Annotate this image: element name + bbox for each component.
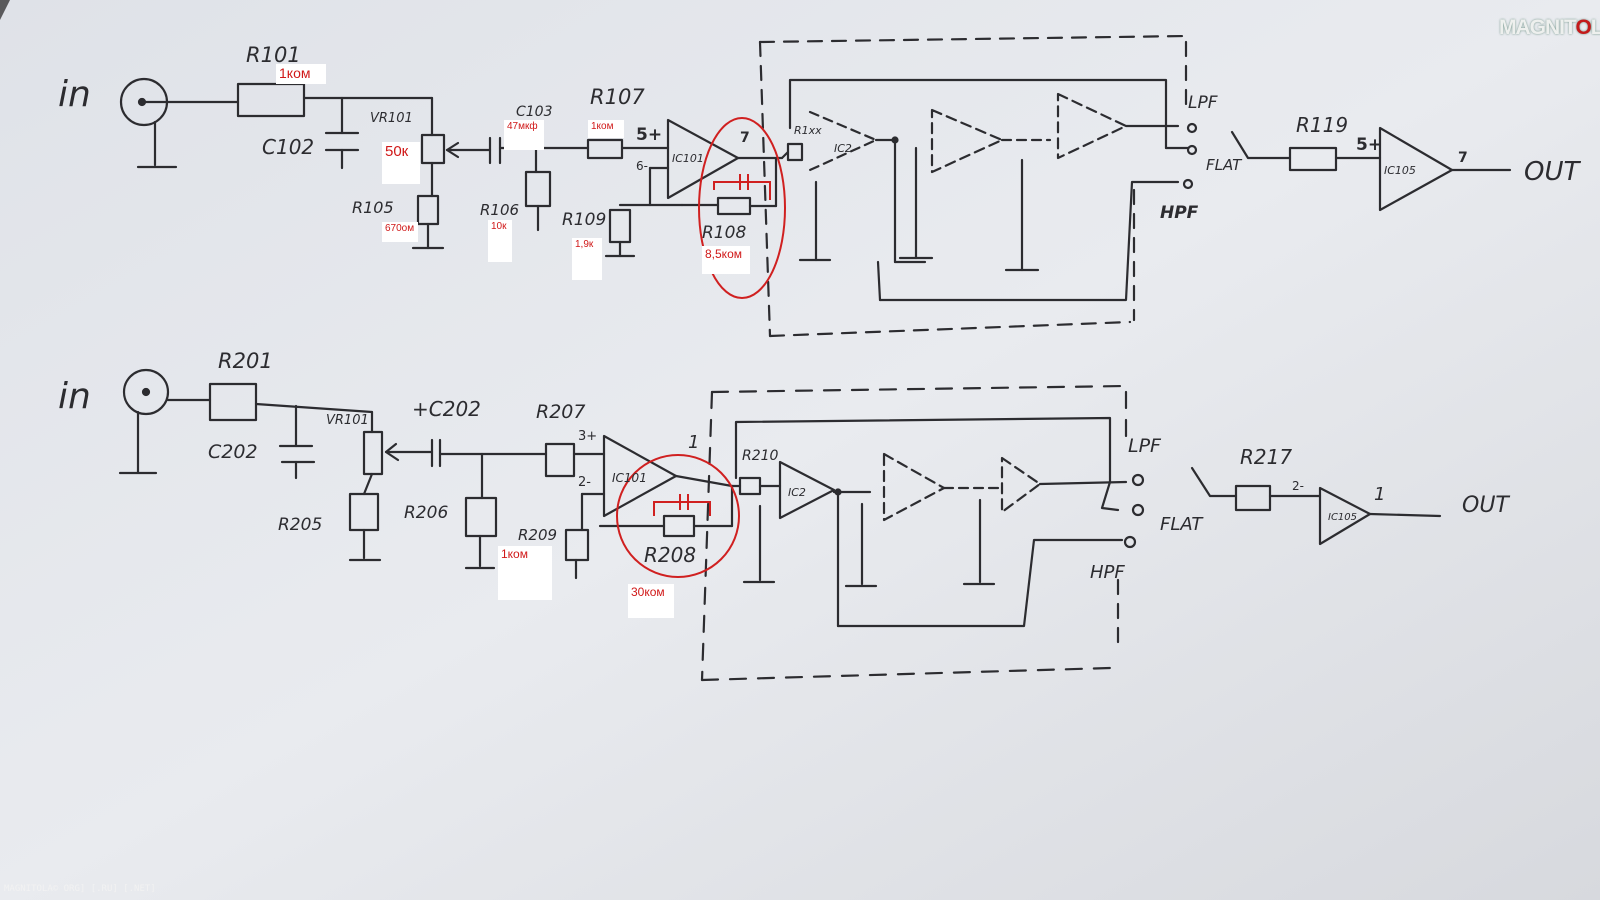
label-r109: R109 bbox=[562, 210, 606, 230]
label-pin6: 6- bbox=[636, 159, 648, 173]
label-pin2: 2- bbox=[578, 475, 591, 490]
label-r105: R105 bbox=[352, 198, 394, 217]
label-flat-top: FLAT bbox=[1206, 156, 1243, 174]
highlight-circle-top bbox=[698, 117, 786, 299]
note-c103-value: 47мкф bbox=[504, 120, 544, 150]
label-r101: R101 bbox=[246, 43, 301, 67]
label-vr101: VR101 bbox=[370, 111, 413, 126]
label-c202: C202 bbox=[208, 441, 258, 463]
label-out-bottom: OUT bbox=[1462, 493, 1510, 518]
magnitola-logo: MAGNITOLA bbox=[1499, 16, 1600, 39]
label-in-bottom: in bbox=[58, 376, 91, 417]
note-r208-value: 30ком bbox=[628, 584, 674, 618]
top-circuit bbox=[119, 34, 1512, 338]
opamp-ic101-top bbox=[666, 118, 740, 200]
highlight-circle-bottom bbox=[616, 454, 740, 578]
note-r109-value: 1,9к bbox=[572, 238, 602, 280]
top-labels: in R101 C102 VR101 C103 R105 R106 R107 R… bbox=[58, 43, 1581, 243]
note-r107-value: 1ком bbox=[588, 120, 624, 138]
label-lpf-top: LPF bbox=[1188, 93, 1218, 113]
label-ic101-bottom: IC101 bbox=[612, 471, 647, 485]
label-vr101-bottom: VR101 bbox=[326, 413, 369, 428]
label-pin3: 3+ bbox=[578, 429, 597, 444]
label-c203: +C202 bbox=[412, 397, 481, 421]
label-pin5b: 5+ bbox=[1356, 135, 1382, 155]
note-r101-value: 1ком bbox=[276, 64, 326, 84]
label-pin5: 5+ bbox=[636, 125, 662, 145]
label-bottom-fb-out: 1 bbox=[688, 432, 699, 453]
label-ic2-top: IC2 bbox=[834, 142, 852, 155]
resistor-r101 bbox=[236, 82, 306, 118]
label-r206: R206 bbox=[404, 503, 448, 523]
label-pin2b: 2- bbox=[1292, 479, 1304, 493]
label-r205: R205 bbox=[278, 515, 322, 535]
label-c102: C102 bbox=[262, 135, 314, 159]
label-r108: R108 bbox=[702, 223, 746, 243]
resistor-r207 bbox=[544, 442, 576, 478]
label-ic101-top: IC101 bbox=[672, 152, 704, 165]
label-r119: R119 bbox=[1296, 113, 1348, 137]
note-r209-value: 1ком bbox=[498, 546, 552, 600]
opamp-ic105-top bbox=[1378, 126, 1454, 212]
label-in-top: in bbox=[58, 74, 91, 115]
label-hpf-bottom: HPF bbox=[1090, 562, 1125, 583]
label-ic2-bottom: IC2 bbox=[788, 486, 806, 499]
note-r105-value: 670ом bbox=[382, 222, 418, 242]
label-bottom-ic-out: 1 bbox=[1374, 484, 1385, 505]
label-r201: R201 bbox=[218, 349, 273, 373]
top-red-marks bbox=[698, 117, 786, 299]
label-r207: R207 bbox=[536, 401, 585, 423]
label-ic105-top: IC105 bbox=[1384, 164, 1416, 177]
bottom-red-marks bbox=[616, 454, 740, 578]
label-top-ic-out: 7 bbox=[1458, 150, 1468, 166]
note-vr101-value: 50к bbox=[382, 142, 420, 184]
label-r217: R217 bbox=[1240, 445, 1292, 469]
label-r106: R106 bbox=[480, 201, 519, 219]
label-hpf-top: HPF bbox=[1160, 203, 1199, 223]
label-top-fb-out: 7 bbox=[740, 130, 750, 146]
bottom-labels: in R201 C202 VR101 +C202 R205 R206 R207 … bbox=[58, 349, 1510, 583]
footer-watermark: MAGNITOLA© ORG] [.RU] [.NET] bbox=[4, 884, 156, 894]
label-r107: R107 bbox=[590, 85, 645, 109]
label-lpf-bottom: LPF bbox=[1128, 435, 1162, 457]
label-ic205-bottom: IC105 bbox=[1328, 512, 1357, 523]
label-r1xx: R1xx bbox=[794, 124, 822, 137]
resistor-r217 bbox=[1234, 484, 1272, 512]
opamp-ic201-bottom bbox=[602, 434, 678, 518]
input-jack-bottom bbox=[122, 368, 170, 416]
note-r106-value: 10к bbox=[488, 220, 512, 262]
label-r208: R208 bbox=[644, 543, 696, 567]
opamp-ic205-bottom bbox=[1318, 486, 1372, 546]
label-r210: R210 bbox=[742, 448, 779, 464]
bottom-circuit bbox=[118, 368, 1442, 682]
resistor-r201 bbox=[208, 382, 258, 422]
note-r108-value: 8,5ком bbox=[702, 246, 750, 274]
label-c103: C103 bbox=[516, 104, 553, 120]
label-r209: R209 bbox=[518, 526, 557, 544]
label-flat-bottom: FLAT bbox=[1160, 514, 1204, 535]
label-out-top: OUT bbox=[1524, 157, 1581, 187]
